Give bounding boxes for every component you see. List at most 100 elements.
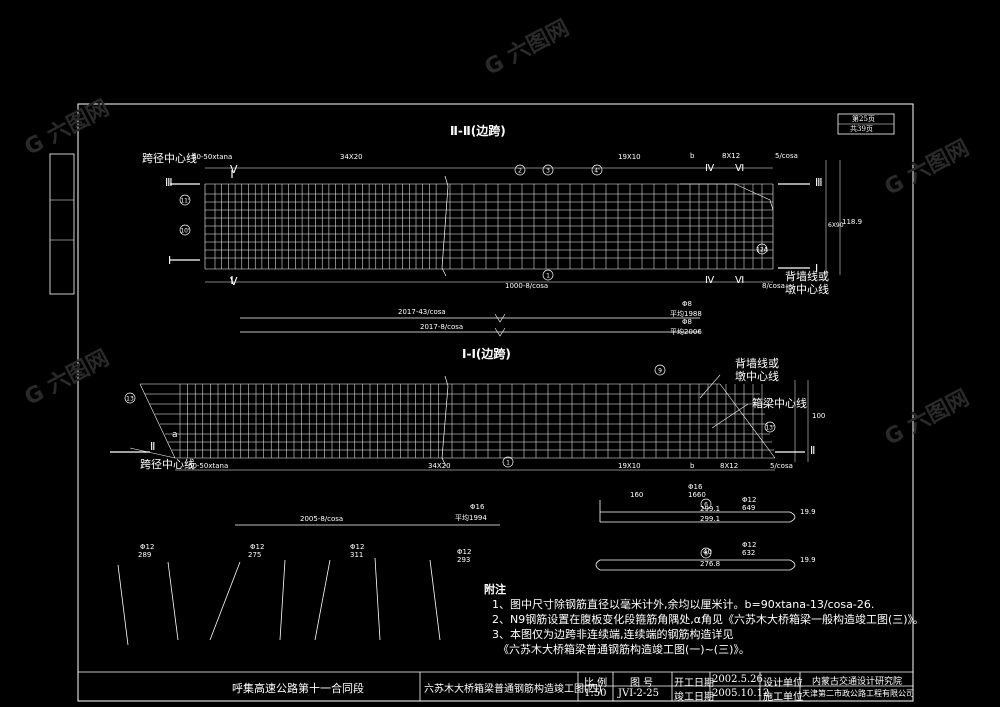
marker-circle <box>502 456 514 468</box>
section-mark: Ⅵ <box>735 275 745 286</box>
dimension: 1000-8/cosa <box>505 282 549 290</box>
stirrup-shapes <box>595 500 796 571</box>
marker-label: 9 <box>658 368 662 375</box>
note-line: 3、本图仅为边跨非连续端,连续端的钢筋构造详见 <box>492 628 734 641</box>
rebar-label: 632 <box>742 549 756 557</box>
rebar-label: 289 <box>138 551 152 559</box>
section-mark: Ⅲ <box>165 176 173 189</box>
rebar-label: Φ12 <box>250 543 265 551</box>
rebar-label: Φ12 <box>742 541 757 549</box>
rebar-label: Φ8 <box>682 300 692 308</box>
sheet-total: 共39页 <box>850 125 873 133</box>
dimension: 34X20 <box>340 153 363 161</box>
marker-circle <box>514 164 526 176</box>
marker-circle <box>179 194 191 206</box>
dimension: 5/cosa <box>770 462 793 470</box>
drawing-title: 六苏木大桥箱梁普通钢筋构造竣工图(四) <box>424 684 602 695</box>
dimension: 2017-8/cosa <box>420 323 464 331</box>
dimension: 34X20 <box>428 462 451 470</box>
dimension: 19X10 <box>618 153 641 161</box>
marker-circle <box>124 392 136 404</box>
dimension: 299.1 <box>700 505 721 513</box>
section-II-plan <box>204 183 774 270</box>
construction-unit-value: 天津第二市政公路工程有限公司 <box>802 689 914 698</box>
dimension: 8/cosa <box>762 282 785 290</box>
dimension: b <box>690 462 695 470</box>
dimension: 19.9 <box>800 508 816 516</box>
marker-circle <box>179 224 191 236</box>
marker-circle <box>764 421 776 433</box>
dimension: 2005-8/cosa <box>300 515 344 523</box>
section-mark: Ⅲ <box>815 176 823 189</box>
marker-label: 6 <box>704 502 708 509</box>
marker-label: 11' <box>180 198 190 205</box>
rebar-label: 平均1988 <box>670 310 702 318</box>
dimension: 50-50xtana <box>192 153 233 161</box>
rebar-label: Φ12 <box>742 496 757 504</box>
dimension: 276.8 <box>700 560 721 568</box>
span-centerline-label: 跨径中心线 <box>142 152 197 165</box>
marker-label: 4' <box>594 168 600 175</box>
design-unit-value: 内蒙古交通设计研究院 <box>812 677 903 687</box>
marker-circle <box>756 243 768 255</box>
section-mark: V <box>230 163 238 176</box>
section-mark: Ⅰ <box>815 262 819 275</box>
section-II-title: Ⅱ-Ⅱ(边跨) <box>450 124 506 138</box>
marker-label: 1 <box>506 460 510 467</box>
note-line: 1、图中尺寸除钢筋直径以毫米计外,余均以厘米计。b=90xtana-13/cos… <box>492 598 875 611</box>
pier-centerline-label: 墩中心线 <box>735 370 779 383</box>
rebar-label: Φ16 <box>470 503 485 511</box>
start-date-value: 2002.5.26 <box>712 674 763 685</box>
dimension: 8X12 <box>722 152 741 160</box>
marker-label: 1 <box>546 273 550 280</box>
dimension: 5/cosa <box>775 152 798 160</box>
rebar-label: 1660 <box>688 491 706 499</box>
rebar-label: 311 <box>350 551 364 559</box>
section-mark: Ⅱ <box>810 444 816 457</box>
dimension: 100 <box>812 412 826 420</box>
sheet-number: 第25页 <box>852 115 875 123</box>
marker-label: 6 <box>704 551 708 558</box>
rebar-label: 293 <box>457 556 471 564</box>
back-wall-label: 背墙线或 <box>785 270 829 283</box>
section-I-plan <box>129 383 776 459</box>
finish-date-label: 竣工日期 <box>674 692 714 703</box>
span-centerline-label: 跨径中心线 <box>140 458 195 471</box>
construction-unit-label: 施工单位 <box>763 692 803 703</box>
rebar-label: 649 <box>742 504 756 512</box>
marker-circle <box>591 164 603 176</box>
section-mark: V <box>230 275 238 288</box>
box-girder-centerline-label: 箱梁中心线 <box>752 397 807 410</box>
dimension: 2017-43/cosa <box>398 308 446 316</box>
back-wall-label: 背墙线或 <box>735 357 779 370</box>
dimension: 8X12 <box>720 462 739 470</box>
rebar-label: Φ12 <box>457 548 472 556</box>
section-mark: Ⅱ <box>150 440 156 453</box>
bent-bars <box>117 557 441 646</box>
marker-label: 10' <box>180 228 190 235</box>
marker-label: 13 <box>126 396 134 403</box>
marker-circle <box>654 364 666 376</box>
rebar-label: Φ12 <box>140 543 155 551</box>
notes-block: 附注 1、图中尺寸除钢筋直径以毫米计外,余均以厘米计。b=90xtana-13/… <box>484 582 924 657</box>
drawing-no-label: 图 号 <box>630 678 654 689</box>
dimension: 118.9 <box>842 218 863 226</box>
dimension: 6X90 <box>828 222 844 229</box>
rebar-label: Φ12 <box>350 543 365 551</box>
notes-heading: 附注 <box>484 583 506 596</box>
note-line: 《六苏木大桥箱梁普通钢筋构造竣工图(一)~(三)》。 <box>498 643 750 656</box>
marker-circle <box>542 164 554 176</box>
dimension: 299.1 <box>700 515 721 523</box>
dimension: 19X10 <box>618 462 641 470</box>
dimension: 40 <box>703 548 712 556</box>
rebar-label: 平均2006 <box>670 328 702 336</box>
title-block-grid <box>78 671 913 701</box>
start-date-label: 开工日期 <box>674 678 714 689</box>
marker-circle <box>700 498 712 510</box>
section-mark: Ⅵ <box>735 163 745 174</box>
marker-label: 3 <box>546 168 550 175</box>
drawing-no-value: JVI-2-25 <box>618 688 660 699</box>
marker-circle <box>542 269 554 281</box>
